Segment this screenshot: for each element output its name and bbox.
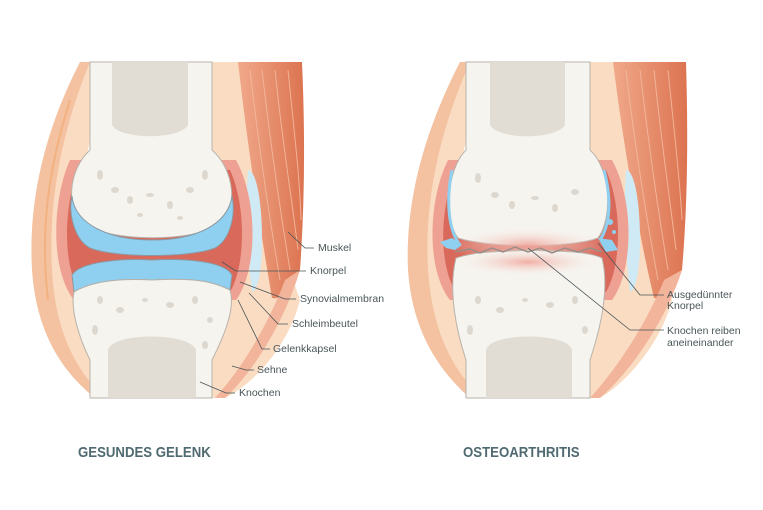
label-knochen-reiben-line1: Knochen reiben — [667, 325, 741, 337]
label-schleimbeutel: Schleimbeutel — [292, 318, 358, 330]
label-ausgeduennter-knorpel-line1: Ausgedünnter — [667, 289, 733, 301]
osteoarthritis-joint — [407, 61, 688, 399]
label-knochen-reiben-line2: aneineinander — [667, 337, 734, 349]
title-gesundes-gelenk: GESUNDES GELENK — [78, 444, 211, 461]
label-gelenkkapsel: Gelenkkapsel — [273, 343, 337, 355]
label-sehne: Sehne — [257, 364, 288, 376]
healthy-joint — [31, 61, 314, 399]
label-knorpel: Knorpel — [310, 265, 347, 277]
label-knochen: Knochen — [239, 387, 281, 399]
label-muskel: Muskel — [318, 242, 352, 254]
title-osteoarthritis: OSTEOARTHRITIS — [463, 444, 580, 461]
label-synovialmembran: Synovialmembran — [300, 293, 385, 305]
label-ausgeduennter-knorpel-line2: Knorpel — [667, 300, 704, 312]
